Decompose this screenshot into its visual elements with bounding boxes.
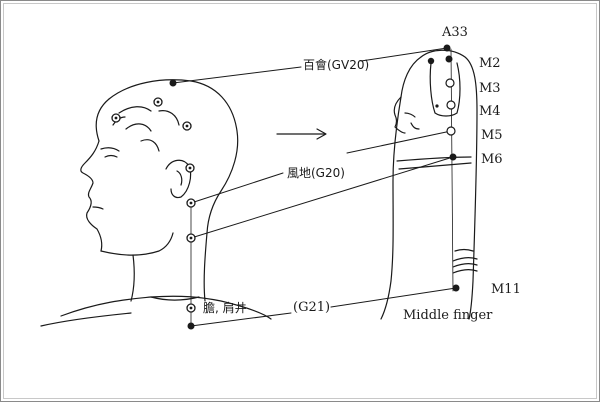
- finger-points: [427, 44, 460, 292]
- inner-frame: [3, 3, 597, 399]
- point-a33: [443, 44, 451, 52]
- label-m11: M11: [491, 282, 521, 297]
- arrow-right-icon: [276, 128, 327, 140]
- head-points: [111, 79, 196, 330]
- point-ring: [111, 97, 196, 313]
- label-m4: M4: [479, 104, 501, 119]
- label-jianjing: 膽, 肩井: [203, 301, 247, 315]
- point-m4: [446, 100, 456, 110]
- point-m6: [449, 153, 457, 161]
- point-gv20: [169, 79, 177, 87]
- label-a33: A33: [442, 25, 468, 40]
- connector-lines: [172, 47, 457, 327]
- label-fengchi-g20: 風地(G20): [287, 166, 345, 180]
- point-m2: [445, 55, 453, 63]
- finger-outline: [380, 49, 478, 320]
- label-m5: M5: [481, 128, 503, 143]
- point-m11: [452, 284, 460, 292]
- point-m5: [446, 126, 456, 136]
- label-m3: M3: [479, 81, 501, 96]
- head-outline: [40, 79, 272, 327]
- label-g21: (G21): [293, 300, 331, 315]
- caption-middle-finger: Middle finger: [403, 308, 493, 323]
- label-m6: M6: [481, 152, 503, 167]
- label-baihui-gv20: 百會(GV20): [303, 58, 370, 72]
- point-m3: [445, 78, 455, 88]
- label-m2: M2: [479, 56, 501, 71]
- point-g21: [187, 322, 195, 330]
